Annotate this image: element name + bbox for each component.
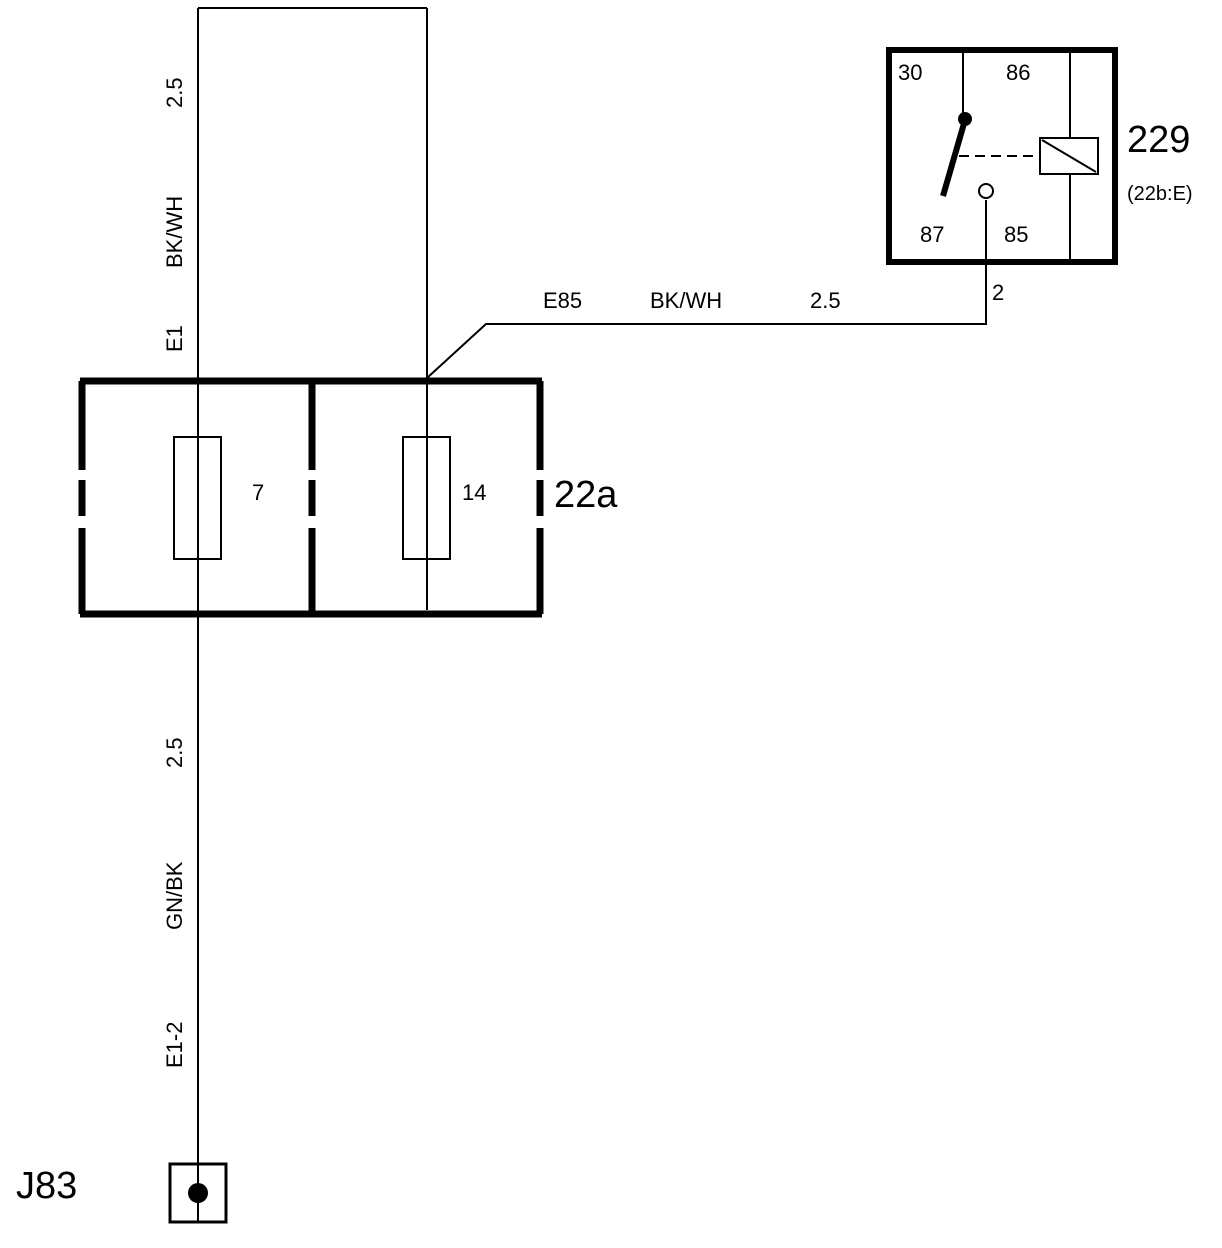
relay-switch-pivot (958, 112, 972, 126)
relay-229 (886, 47, 1118, 265)
wire-top-size: 2.5 (162, 77, 187, 108)
relay-ref: (22b:E) (1127, 183, 1193, 205)
fuse-box-label: 22a (554, 474, 618, 516)
wire-top-color: BK/WH (162, 196, 187, 268)
fuse-7-label: 7 (252, 480, 264, 505)
relay-switch-arm (940, 119, 968, 197)
wire-e85-id: E85 (543, 288, 582, 313)
wire-e85-color: BK/WH (650, 288, 722, 313)
connector-pin-dot (188, 1183, 208, 1203)
wire-top-id: E1 (162, 325, 187, 352)
wire-bottom-color: GN/BK (162, 861, 187, 930)
wire-bottom-size: 2.5 (162, 737, 187, 768)
relay-pin-86: 86 (1006, 60, 1030, 85)
fuse-box-22a (78, 377, 544, 618)
relay-pin-30: 30 (898, 60, 922, 85)
wire-bottom-id: E1-2 (162, 1022, 187, 1068)
connector-label: J83 (16, 1165, 77, 1207)
wire-e85-size: 2.5 (810, 288, 841, 313)
relay-pin-85: 85 (1004, 222, 1028, 247)
relay-pin-number: 2 (992, 280, 1004, 305)
relay-label: 229 (1127, 119, 1190, 161)
fuse-14-label: 14 (462, 480, 486, 505)
relay-pin-87: 87 (920, 222, 944, 247)
relay-contact-85 (978, 183, 994, 199)
